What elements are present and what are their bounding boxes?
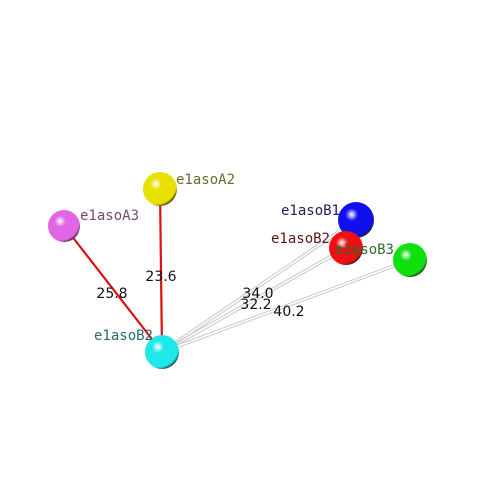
atoms-layer	[48, 172, 427, 369]
atom-sphere-b2c[interactable]	[145, 335, 179, 369]
atom-sphere-a3[interactable]	[48, 210, 80, 242]
atom-label-a3: e1asoA3	[80, 208, 139, 224]
distance-label: 34.0	[242, 286, 273, 302]
atom-sphere-b2r[interactable]	[329, 231, 363, 265]
atom-sphere-a2[interactable]	[143, 172, 177, 206]
bond-line-b3	[161, 258, 410, 352]
bond-line-b3	[162, 260, 411, 354]
distance-label: 32.2	[240, 297, 271, 313]
bond-line-b2r	[162, 248, 347, 354]
atom-sphere-b1[interactable]	[338, 202, 374, 238]
bonds-layer	[63, 188, 411, 354]
bond-line-b1	[160, 218, 356, 352]
atom-sphere-b3[interactable]	[393, 243, 427, 277]
bond-line-b1	[162, 220, 358, 354]
distance-label: 23.6	[145, 269, 176, 285]
atom-label-b3: e1asoB3	[335, 242, 394, 258]
bond-line-b2r	[161, 246, 346, 352]
distance-label: 25.8	[96, 286, 127, 302]
bond-line-a2	[158, 188, 164, 353]
atom-label-b1: e1asoB1	[281, 203, 340, 219]
distance-label: 40.2	[273, 304, 304, 320]
atom-label-a2: e1asoA2	[176, 172, 235, 188]
bond-line-a3	[63, 225, 163, 353]
atom-label-b2r: e1asoB2	[271, 231, 330, 247]
atom-label-b2c: e1asoB2	[94, 328, 153, 344]
